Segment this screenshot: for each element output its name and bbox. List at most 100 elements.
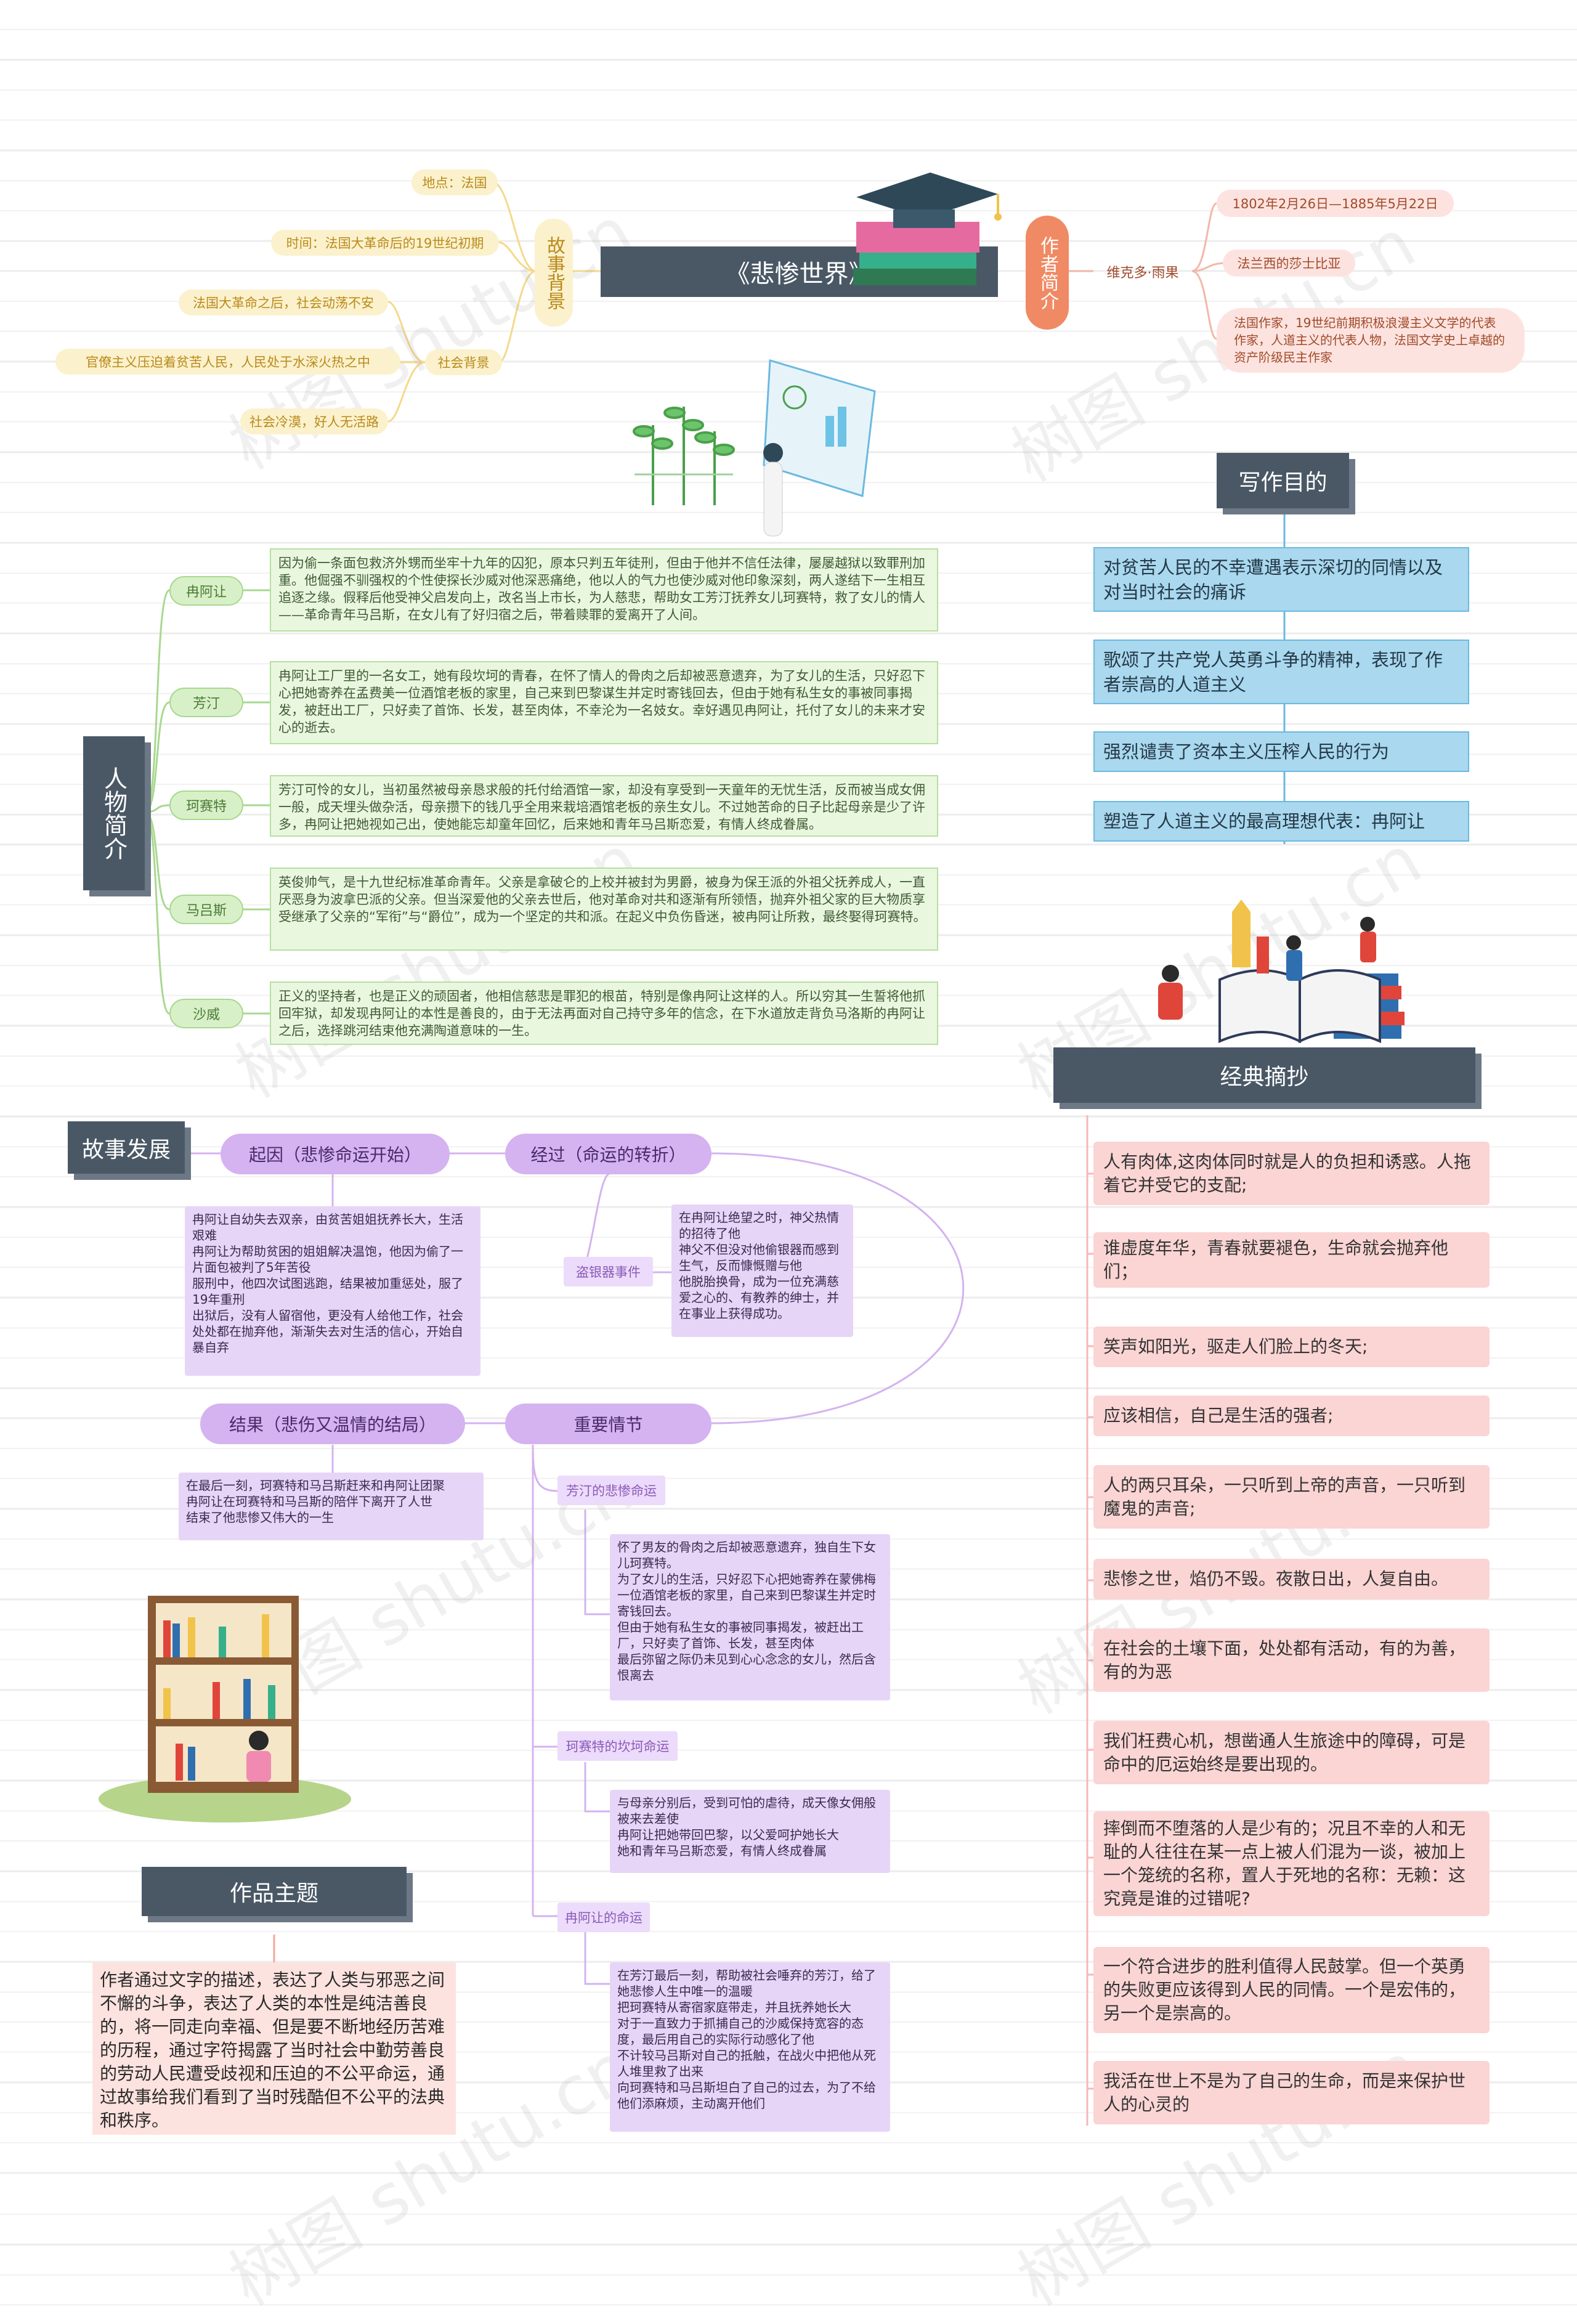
story-result-detail[interactable]: 在最后一刻，珂赛特和马吕斯赶来和冉阿让团聚 冉阿让在珂赛特和马吕斯的陪伴下离开了… [179,1473,484,1540]
character-desc[interactable]: 芳汀可怜的女儿，当初虽然被母亲恳求般的托付给酒馆一家，却没有享受到一天童年的无忧… [270,775,938,837]
character-name[interactable]: 芳汀 [169,688,243,717]
character-desc-text: 芳汀可怜的女儿，当初虽然被母亲恳求般的托付给酒馆一家，却没有享受到一天童年的无忧… [278,782,925,832]
plot-label-text: 珂赛特的坎坷命运 [566,1739,670,1754]
purpose-item-text: 歌颂了共产党人英勇斗争的精神，表现了作者崇高的人道主义 [1103,649,1443,695]
quote-item[interactable]: 应该相信，自己是生活的强者; [1093,1396,1490,1436]
social-text: 社会背景 [437,356,490,370]
social-item[interactable]: 法国大革命之后，社会动荡不安 [179,290,388,315]
story-cause-detail-text: 冉阿让自幼失去双亲，由贫苦姐姐抚养长大，生活艰难 冉阿让为帮助贫困的姐姐解决温饱… [192,1212,463,1355]
author-label[interactable]: 作者简介 [1026,216,1069,330]
character-name[interactable]: 冉阿让 [169,576,243,606]
author-dates-text: 1802年2月26日—1885年5月22日 [1232,197,1438,211]
quote-text: 摔倒而不堕落的人是少有的；况且不幸的人和无耻的人往往在某一点上被人们混为一谈，被… [1103,1818,1466,1909]
plot-label[interactable]: 冉阿让的命运 [557,1903,650,1932]
plot-label-text: 芳汀的悲惨命运 [566,1484,657,1498]
author-nickname-text: 法兰西的莎士比亚 [1237,256,1341,271]
bookshelf-illustration [99,1596,351,1822]
character-desc[interactable]: 因为偷一条面包救济外甥而坐牢十九年的囚犯，原本只判五年徒刑，但由于他并不信任法律… [270,548,938,632]
quote-item[interactable]: 一个符合进步的胜利值得人民鼓掌。但一个英勇的失败更应该得到人民的同情。一个是宏伟… [1093,1947,1490,2033]
story-label[interactable]: 故事发展 [68,1121,185,1174]
author-desc-text: 法国作家，19世纪前期积极浪漫主义文学的代表作家，人道主义的代表人物，法国文学史… [1234,315,1505,365]
character-name[interactable]: 沙威 [169,999,243,1028]
purpose-item[interactable]: 歌颂了共产党人英勇斗争的精神，表现了作者崇高的人道主义 [1093,640,1469,704]
background-place[interactable]: 地点：法国 [411,169,498,195]
theme-title[interactable]: 作品主题 [142,1867,407,1916]
plot-label-text: 冉阿让的命运 [565,1911,643,1925]
quote-item[interactable]: 谁虚度年华，青春就要褪色，生命就会抛弃他们； [1093,1232,1490,1288]
quote-item[interactable]: 悲惨之世，焰仍不毁。夜散日出，人复自由。 [1093,1559,1490,1599]
quote-text: 应该相信，自己是生活的强者; [1103,1405,1334,1426]
quote-item[interactable]: 我活在世上不是为了自己的生命，而是来保护世人的心灵的 [1093,2061,1490,2124]
theme-text-content: 作者通过文字的描述，表达了人类与邪恶之间不懈的斗争，表达了人类的本性是纯洁善良的… [100,1970,445,2131]
quote-text: 我们枉费心机，想凿通人生旅途中的障碍，可是命中的厄运始终是要出现的。 [1103,1730,1466,1774]
purpose-item[interactable]: 对贫苦人民的不幸遭遇表示深切的同情以及对当时社会的痛诉 [1093,547,1469,612]
quotes-title[interactable]: 经典摘抄 [1053,1047,1475,1103]
social-background[interactable]: 社会背景 [425,349,502,375]
social-item[interactable]: 官僚主义压迫着贫苦人民，人民处于水深火热之中 [55,349,400,375]
purpose-item[interactable]: 塑造了人道主义的最高理想代表：冉阿让 [1093,801,1469,842]
plot-detail[interactable]: 与母亲分别后，受到可怕的虐待，成天像女佣般被来去差使 冉阿让把她带回巴黎，以父爱… [610,1790,890,1873]
quotes-title-text: 经典摘抄 [1220,1065,1309,1090]
graduation-books-illustration [853,173,1002,285]
plot-detail[interactable]: 怀了男友的骨肉之后却被恶意遗弃，独自生下女儿珂赛特。 为了女儿的生活，只好忍下心… [610,1534,890,1700]
character-name-text: 马吕斯 [185,903,227,919]
quote-text: 一个符合进步的胜利值得人民鼓掌。但一个英勇的失败更应该得到人民的同情。一个是宏伟… [1103,1956,1466,2023]
central-title: 《悲惨世界》 [725,260,874,288]
quote-item[interactable]: 我们枉费心机，想凿通人生旅途中的障碍，可是命中的厄运始终是要出现的。 [1093,1721,1490,1784]
social-item[interactable]: 社会冷漠，好人无活路 [240,408,388,434]
story-result-text: 结果（悲伤又温情的结局） [229,1415,436,1435]
background-time[interactable]: 时间：法国大革命后的19世纪初期 [271,230,499,256]
background-label-text: 故事背景 [543,235,565,310]
purpose-title[interactable]: 写作目的 [1217,453,1349,508]
purpose-item-text: 塑造了人道主义的最高理想代表：冉阿让 [1103,811,1425,832]
theme-text[interactable]: 作者通过文字的描述，表达了人类与邪恶之间不懈的斗争，表达了人类的本性是纯洁善良的… [92,1962,456,2135]
plot-detail[interactable]: 在芳汀最后一刻，帮助被社会唾弃的芳汀，给了她悲惨人生中唯一的温暖 把珂赛特从寄宿… [610,1962,890,2132]
plot-label[interactable]: 芳汀的悲惨命运 [557,1476,665,1505]
quote-item[interactable]: 人有肉体,这肉体同时就是人的负担和诱惑。人拖着它并受它的支配; [1093,1142,1490,1205]
quote-item[interactable]: 人的两只耳朵，一只听到上帝的声音，一只听到魔鬼的声音; [1093,1465,1490,1529]
characters-label[interactable]: 人物简介 [83,736,145,890]
story-process-detail-text: 在冉阿让绝望之时，神父热情的招待了他 神父不但没对他偷银器而感到生气，反而慷慨赠… [679,1210,839,1321]
author-name-text: 维克多·雨果 [1106,266,1179,281]
plot-detail-text: 与母亲分别后，受到可怕的虐待，成天像女佣般被来去差使 冉阿让把她带回巴黎，以父爱… [617,1795,876,1858]
author-dates[interactable]: 1802年2月26日—1885年5月22日 [1217,190,1454,217]
quote-item[interactable]: 笑声如阳光，驱走人们脸上的冬天; [1093,1327,1490,1367]
social-item-text: 官僚主义压迫着贫苦人民，人民处于水深火热之中 [86,355,370,370]
story-label-text: 故事发展 [81,1137,171,1163]
social-item-text: 社会冷漠，好人无活路 [249,415,379,429]
character-name[interactable]: 珂赛特 [169,790,243,820]
background-label[interactable]: 故事背景 [535,219,573,327]
story-cause[interactable]: 起因（悲惨命运开始） [221,1134,450,1174]
story-result[interactable]: 结果（悲伤又温情的结局） [200,1404,465,1444]
character-desc[interactable]: 正义的坚持者，也是正义的顽固者，他相信慈悲是罪犯的根苗，特别是像冉阿让这样的人。… [270,981,938,1045]
students-reading-illustration [1158,900,1405,1044]
author-nickname[interactable]: 法兰西的莎士比亚 [1223,250,1355,277]
purpose-item[interactable]: 强烈谴责了资本主义压榨人民的行为 [1093,731,1469,772]
story-process-text: 经过（命运的转折） [530,1145,686,1165]
quote-item[interactable]: 在社会的土壤下面，处处都有活动，有的为善，有的为恶 [1093,1628,1490,1692]
story-process-detail[interactable]: 在冉阿让绝望之时，神父热情的招待了他 神父不但没对他偷银器而感到生气，反而慷慨赠… [671,1205,853,1337]
quote-text: 悲惨之世，焰仍不毁。夜散日出，人复自由。 [1103,1569,1449,1589]
characters-label-text: 人物简介 [100,766,128,860]
story-process[interactable]: 经过（命运的转折） [505,1134,711,1174]
author-label-text: 作者简介 [1037,235,1058,310]
story-cause-text: 起因（悲惨命运开始） [248,1145,421,1165]
author-name[interactable]: 维克多·雨果 [1093,259,1192,285]
plot-label[interactable]: 珂赛特的坎坷命运 [557,1731,678,1761]
character-desc-text: 冉阿让工厂里的一名女工，她有段坎坷的青春，在怀了情人的骨肉之后却被恶意遗弃，为了… [278,668,925,735]
story-plot-text: 重要情节 [574,1415,643,1435]
quote-text: 人的两只耳朵，一只听到上帝的声音，一只听到魔鬼的声音; [1103,1474,1466,1519]
quote-text: 谁虚度年华，青春就要褪色，生命就会抛弃他们； [1103,1238,1449,1282]
quote-item[interactable]: 摔倒而不堕落的人是少有的；况且不幸的人和无耻的人往往在某一点上被人们混为一谈，被… [1093,1811,1490,1916]
story-cause-detail[interactable]: 冉阿让自幼失去双亲，由贫苦姐姐抚养长大，生活艰难 冉阿让为帮助贫困的姐姐解决温饱… [185,1206,480,1376]
plot-detail-text: 在芳汀最后一刻，帮助被社会唾弃的芳汀，给了她悲惨人生中唯一的温暖 把珂赛特从寄宿… [617,1968,876,2111]
character-name[interactable]: 马吕斯 [169,895,243,924]
quote-text: 在社会的土壤下面，处处都有活动，有的为善，有的为恶 [1103,1638,1466,1682]
character-name-text: 芳汀 [192,696,220,712]
character-desc[interactable]: 冉阿让工厂里的一名女工，她有段坎坷的青春，在怀了情人的骨肉之后却被恶意遗弃，为了… [270,661,938,744]
plant-sprouts-illustration [633,407,735,505]
character-desc[interactable]: 英俊帅气，是十九世纪标准革命青年。父亲是拿破仑的上校并被封为男爵，被身为保王派的… [270,867,938,951]
story-process-sub[interactable]: 盗银器事件 [564,1257,653,1286]
author-desc[interactable]: 法国作家，19世纪前期积极浪漫主义文学的代表作家，人道主义的代表人物，法国文学史… [1217,308,1525,373]
story-plot[interactable]: 重要情节 [505,1404,711,1444]
